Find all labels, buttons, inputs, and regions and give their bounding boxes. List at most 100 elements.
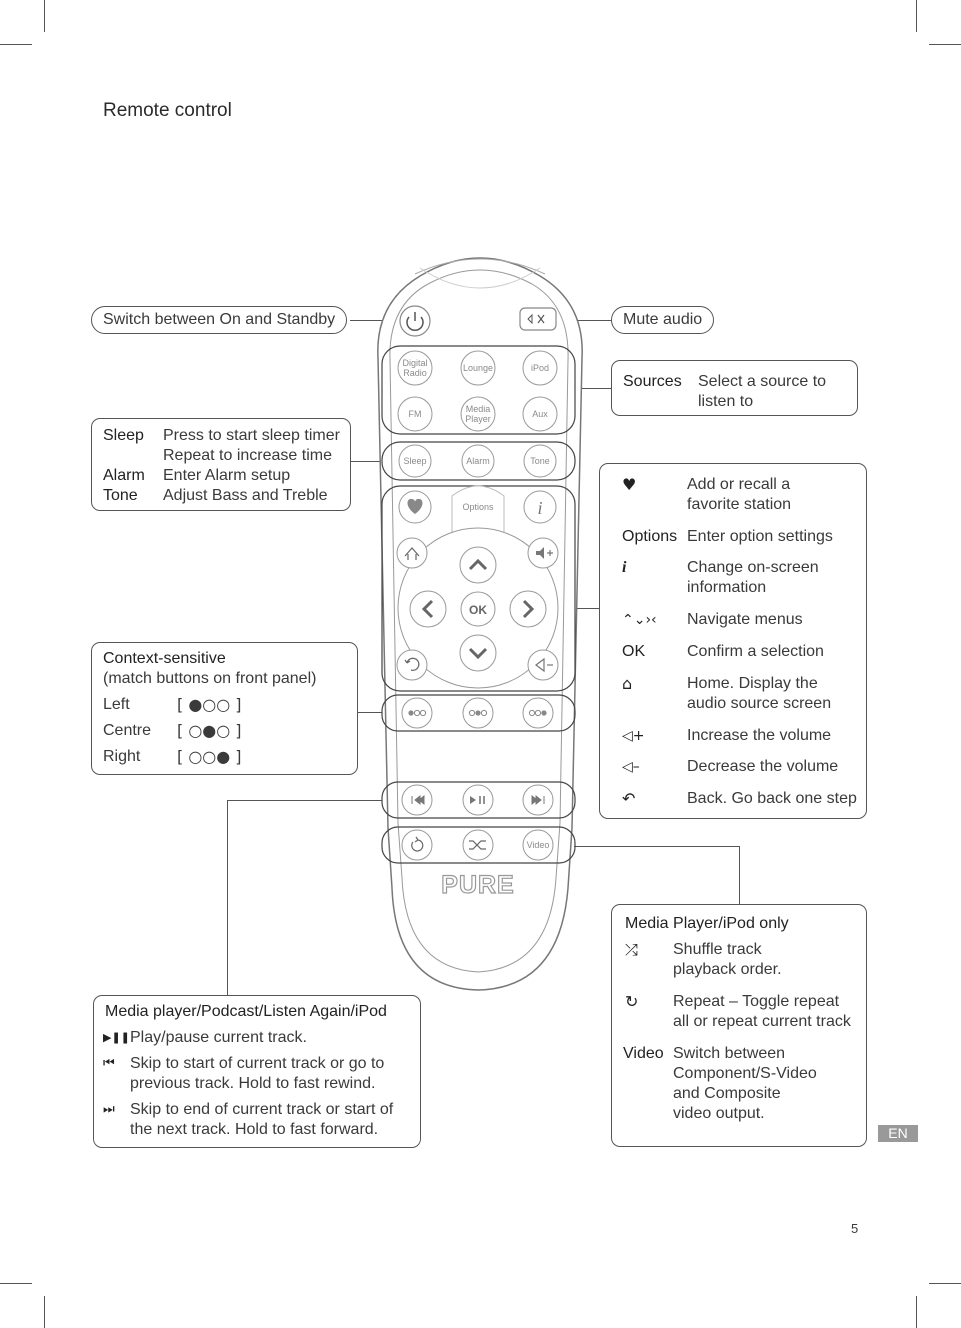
sleep-alarm-tone-callout: Sleep Press to start sleep timer Repeat …	[91, 418, 351, 511]
context-row-label: Right	[103, 748, 141, 765]
svg-text:i: i	[537, 498, 542, 518]
tone-key: Tone	[103, 487, 138, 504]
context-subtitle: (match buttons on front panel)	[103, 670, 317, 687]
sources-key: Sources	[623, 373, 682, 390]
sources-desc: Select a source to	[698, 373, 827, 390]
info-icon: i	[622, 559, 627, 576]
media-player-ipod-callout: Media Player/iPod only ⤮ Shuffle track p…	[611, 904, 867, 1147]
nav-desc: Change on-screen	[687, 559, 819, 576]
context-title: Context-sensitive	[103, 650, 226, 667]
media-desc: Repeat – Toggle repeat	[673, 993, 840, 1010]
skip-forward-icon: ⏭	[103, 1102, 115, 1117]
crop-mark	[44, 0, 45, 32]
brand-logo: PURE	[441, 871, 514, 899]
heart-icon: ♥	[622, 475, 637, 494]
nav-desc: audio source screen	[687, 695, 832, 712]
sources-desc: listen to	[698, 393, 754, 410]
remote-control-drawing: Digital Radio Lounge iPod FM Media Playe…	[377, 257, 583, 991]
media-desc: playback order.	[673, 961, 782, 978]
media-desc: Component/S-Video	[673, 1065, 817, 1082]
skip-back-icon: ⏮	[103, 1056, 115, 1071]
home-icon: ⌂	[622, 674, 633, 693]
nav-desc: Enter option settings	[687, 528, 833, 545]
ok-label: OK	[469, 603, 487, 617]
podcast-desc: the next track. Hold to fast forward.	[130, 1121, 379, 1138]
ok-key: OK	[622, 643, 646, 660]
media-desc: Switch between	[673, 1045, 786, 1062]
lounge-label: Lounge	[463, 363, 493, 373]
crop-mark	[0, 44, 32, 45]
nav-desc: favorite station	[687, 496, 792, 513]
sleep-label: Sleep	[403, 456, 426, 466]
podcast-desc: previous track. Hold to fast rewind.	[130, 1075, 376, 1092]
sleep-key: Sleep	[103, 427, 144, 444]
nav-desc: Confirm a selection	[687, 643, 824, 660]
video-label: Video	[527, 840, 550, 850]
connector-line	[739, 846, 740, 905]
nav-desc: Back. Go back one step	[687, 790, 857, 807]
volume-down-icon: ◁–	[622, 759, 640, 775]
page-title: Remote control	[103, 100, 232, 121]
crop-mark	[929, 1283, 961, 1284]
language-tab: EN	[878, 1125, 918, 1142]
fm-label: FM	[409, 409, 422, 419]
connector-line	[574, 608, 600, 609]
crop-mark	[0, 1283, 32, 1284]
media-desc: and Composite	[673, 1085, 781, 1102]
aux-label: Aux	[532, 409, 548, 419]
mute-button	[519, 307, 557, 331]
arrow-keys-icon: ⌃⌄›‹	[622, 612, 657, 628]
podcast-desc: Play/pause current track.	[130, 1029, 307, 1046]
media-player-label: Media	[466, 404, 491, 414]
context-row-label: Left	[103, 696, 130, 713]
alarm-label: Alarm	[466, 456, 490, 466]
media-podcast-callout: Media player/Podcast/Listen Again/iPod ▶…	[93, 995, 421, 1148]
crop-mark	[916, 0, 917, 32]
sources-callout: Sources Select a source to listen to	[611, 360, 858, 416]
crop-mark	[916, 1296, 917, 1328]
nav-desc: Home. Display the	[687, 675, 818, 692]
media-podcast-title: Media player/Podcast/Listen Again/iPod	[105, 1003, 387, 1020]
options-key: Options	[622, 528, 678, 545]
connector-line	[553, 320, 613, 321]
play-pause-icon: ▶❚❚	[103, 1031, 130, 1044]
video-key: Video	[623, 1045, 664, 1062]
repeat-icon: ↻	[625, 992, 639, 1011]
context-sensitive-callout: Context-sensitive (match buttons on fron…	[91, 642, 358, 775]
media-desc: video output.	[673, 1105, 765, 1122]
navigation-callout: ♥ Add or recall a favorite station Optio…	[599, 463, 867, 819]
nav-desc: Decrease the volume	[687, 758, 839, 775]
shuffle-icon: ⤮	[625, 940, 638, 959]
power-callout: Switch between On and Standby	[91, 306, 348, 334]
connector-line	[350, 461, 382, 462]
podcast-desc: Skip to start of current track or go to	[130, 1055, 385, 1072]
media-desc: Shuffle track	[673, 941, 762, 958]
sleep-desc: Repeat to increase time	[163, 447, 332, 464]
media-desc: all or repeat current track	[673, 1013, 851, 1030]
connector-line	[227, 800, 228, 996]
nav-desc: Navigate menus	[687, 611, 803, 628]
digital-radio-label: Digital	[402, 358, 427, 368]
crop-mark	[929, 44, 961, 45]
context-row-label: Centre	[103, 722, 152, 739]
svg-text:Radio: Radio	[403, 368, 427, 378]
connector-line	[357, 712, 382, 713]
connector-line	[574, 388, 612, 389]
page-number: 5	[851, 1221, 859, 1236]
alarm-desc: Enter Alarm setup	[163, 467, 291, 484]
context-row-dots: [ ●○○ ]	[177, 695, 242, 714]
alarm-key: Alarm	[103, 467, 145, 484]
options-label: Options	[462, 502, 494, 512]
mute-callout: Mute audio	[611, 306, 715, 334]
volume-up-icon: ◁+	[622, 728, 645, 744]
ipod-label: iPod	[531, 363, 549, 373]
connector-line	[350, 320, 398, 321]
connector-line	[574, 846, 739, 847]
crop-mark	[44, 1296, 45, 1328]
tone-desc: Adjust Bass and Treble	[163, 487, 328, 504]
context-row-dots: [ ○○● ]	[177, 747, 242, 766]
nav-desc: Increase the volume	[687, 727, 832, 744]
nav-desc: Add or recall a	[687, 476, 791, 493]
nav-desc: information	[687, 579, 767, 596]
context-row-dots: [ ○●○ ]	[177, 721, 242, 740]
